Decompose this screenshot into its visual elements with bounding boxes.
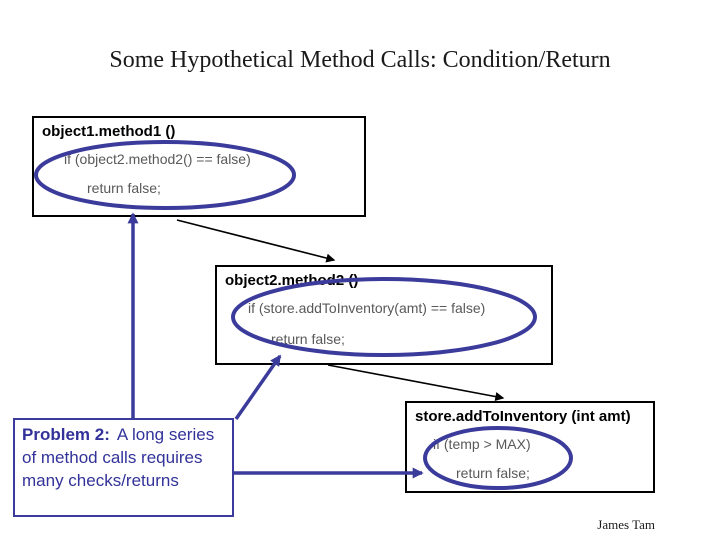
problem-description: A long series of method calls requires m… xyxy=(22,425,215,490)
code-line-if: if (object2.method2() == false) xyxy=(64,151,251,167)
code-line-return: return false; xyxy=(271,331,345,347)
method-box-title: object1.method1 () xyxy=(42,123,176,140)
code-line-return: return false; xyxy=(456,465,530,481)
method-box-object2: object2.method2 () if (store.addToInvent… xyxy=(215,265,553,365)
slide-title: Some Hypothetical Method Calls: Conditio… xyxy=(109,47,611,73)
method-box-object1: object1.method1 () if (object2.method2()… xyxy=(32,116,366,217)
problem-callout-box: Problem 2:A long series of method calls … xyxy=(13,418,234,517)
code-line-if: if (temp > MAX) xyxy=(433,436,531,452)
author-credit: James Tam xyxy=(597,517,655,532)
method-box-title: store.addToInventory (int amt) xyxy=(415,408,631,425)
call-arrow-box2-to-box3 xyxy=(327,364,505,402)
method-box-store: store.addToInventory (int amt) if (temp … xyxy=(405,401,655,493)
problem-text: Problem 2:A long series of method calls … xyxy=(22,423,228,492)
problem-arrow-to-ellipse2 xyxy=(234,354,282,421)
code-line-return: return false; xyxy=(87,180,161,196)
call-arrow-box1-to-box2 xyxy=(176,219,336,263)
problem-label: Problem 2: xyxy=(22,425,110,444)
method-box-title: object2.method2 () xyxy=(225,272,359,289)
code-line-if: if (store.addToInventory(amt) == false) xyxy=(248,300,486,316)
